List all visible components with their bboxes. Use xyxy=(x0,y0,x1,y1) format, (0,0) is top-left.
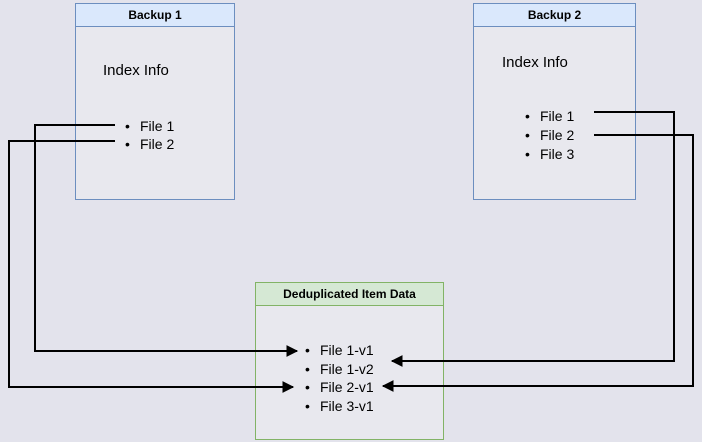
backup1-box: Backup 1 Index Info File 1 File 2 xyxy=(75,3,235,200)
backup1-index-info-label: Index Info xyxy=(103,62,169,79)
backup2-header: Backup 2 xyxy=(474,4,635,27)
list-item: File 1 xyxy=(125,117,174,135)
list-item: File 3-v1 xyxy=(305,397,374,416)
list-item: File 1-v1 xyxy=(305,341,374,360)
backup1-title: Backup 1 xyxy=(128,8,182,22)
backup2-title: Backup 2 xyxy=(527,8,582,22)
dedup-title: Deduplicated Item Data xyxy=(283,287,416,301)
list-item: File 2 xyxy=(525,126,574,145)
backup2-file-list: File 1 File 2 File 3 xyxy=(525,107,574,164)
list-item: File 1-v2 xyxy=(305,360,374,379)
dedup-header: Deduplicated Item Data xyxy=(256,283,443,306)
backup1-file-list: File 1 File 2 xyxy=(125,117,174,153)
list-item: File 3 xyxy=(525,145,574,164)
backup2-box: Backup 2 Index Info File 1 File 2 File 3 xyxy=(473,3,636,200)
backup2-index-info-label: Index Info xyxy=(502,54,568,71)
backup1-header: Backup 1 xyxy=(76,4,234,27)
list-item: File 2-v1 xyxy=(305,378,374,397)
dedup-item-list: File 1-v1 File 1-v2 File 2-v1 File 3-v1 xyxy=(305,341,374,415)
list-item: File 1 xyxy=(525,107,574,126)
list-item: File 2 xyxy=(125,135,174,153)
dedup-box: Deduplicated Item Data File 1-v1 File 1-… xyxy=(255,282,444,440)
